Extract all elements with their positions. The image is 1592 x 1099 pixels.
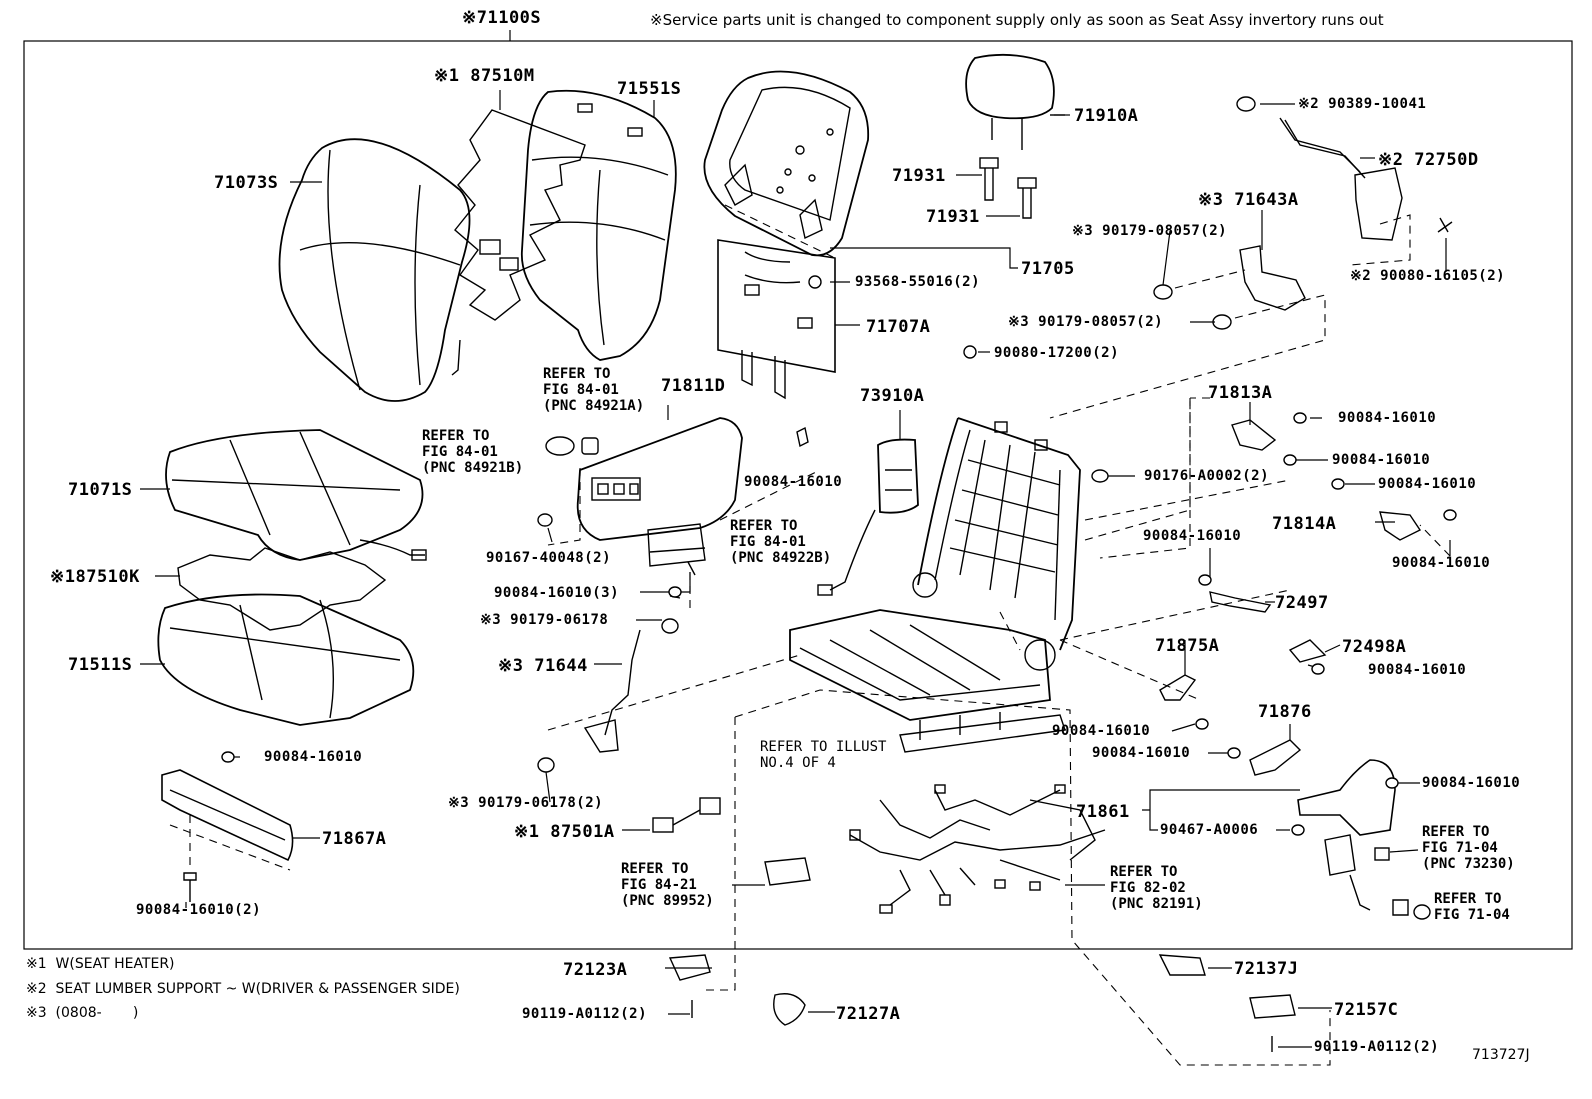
reference-fig-71-04-b[interactable]: REFER TO FIG 71-04	[1434, 891, 1510, 923]
leader-lines	[140, 30, 1451, 1048]
figure-id: 713727J	[1472, 1047, 1530, 1063]
part-90179-08057-lower[interactable]: ※3 90179-08057(2)	[1008, 314, 1164, 330]
reference-illust-4[interactable]: REFER TO ILLUST NO.4 OF 4	[760, 739, 887, 771]
footnote-1: ※1 W(SEAT HEATER)	[26, 956, 175, 972]
part-71705[interactable]: 71705	[1021, 259, 1075, 279]
reference-fig-84-01-b[interactable]: REFER TO FIG 84-01 (PNC 84921B)	[422, 428, 524, 476]
headrest-guide-drawing	[979, 157, 1037, 219]
assembly-number: ※71100S	[462, 8, 542, 28]
side-airbag-drawing	[817, 438, 919, 596]
part-90119-a0112-left[interactable]: 90119-A0112(2)	[522, 1006, 648, 1022]
diagram-frame	[23, 40, 1573, 950]
part-71643a[interactable]: ※3 71643A	[1198, 190, 1299, 210]
part-71867a[interactable]: 71867A	[322, 829, 387, 849]
part-90179-06178-upper[interactable]: ※3 90179-06178	[480, 612, 609, 628]
part-71875a[interactable]: 71875A	[1155, 636, 1220, 656]
seat-cushion-cover-drawing	[165, 429, 427, 561]
part-90080-16105[interactable]: ※2 90080-16105(2)	[1350, 268, 1506, 284]
dashed-assembly-lines	[169, 204, 1451, 1066]
part-90084-16010-2[interactable]: 90084-16010(2)	[136, 902, 262, 918]
part-90084-16010-k[interactable]: 90084-16010	[1422, 775, 1521, 791]
part-90080-17200[interactable]: 90080-17200(2)	[994, 345, 1120, 361]
fastener-symbols	[221, 275, 1457, 920]
seat-frame-drawing	[789, 417, 1081, 753]
part-71931-lower[interactable]: 71931	[926, 207, 980, 227]
part-71707a[interactable]: 71707A	[866, 317, 931, 337]
part-72137j[interactable]: 72137J	[1234, 959, 1299, 979]
part-71073s[interactable]: 71073S	[214, 173, 279, 193]
part-71931-upper[interactable]: 71931	[892, 166, 946, 186]
part-90084-16010-f[interactable]: 90084-16010	[1392, 555, 1491, 571]
seat-back-cover-drawing	[278, 138, 471, 402]
lumbar-support-drawing	[1236, 96, 1453, 241]
footnote-3: ※3 (0808- )	[26, 1005, 139, 1021]
misc-parts-drawing	[652, 419, 1422, 1052]
seat-wire-harness-drawing	[849, 784, 1106, 914]
part-90084-16010-i[interactable]: 90084-16010	[1092, 745, 1191, 761]
part-90389-10041[interactable]: ※2 90389-10041	[1298, 96, 1427, 112]
part-90084-16010-d[interactable]: 90084-16010	[744, 474, 843, 490]
part-71644[interactable]: ※3 71644	[498, 656, 588, 676]
part-90084-16010-c[interactable]: 90084-16010	[1378, 476, 1477, 492]
part-72127a[interactable]: 72127A	[836, 1004, 901, 1024]
reference-fig-84-01-c[interactable]: REFER TO FIG 84-01 (PNC 84922B)	[730, 518, 832, 566]
part-87510m[interactable]: ※1 87510M	[434, 66, 535, 86]
part-90176-a0002[interactable]: 90176-A0002(2)	[1144, 468, 1270, 484]
reference-fig-82-02[interactable]: REFER TO FIG 82-02 (PNC 82191)	[1110, 864, 1203, 912]
reference-fig-84-21[interactable]: REFER TO FIG 84-21 (PNC 89952)	[621, 861, 714, 909]
part-72123a[interactable]: 72123A	[563, 960, 628, 980]
part-90167-40048[interactable]: 90167-40048(2)	[486, 550, 612, 566]
reference-fig-84-01-a[interactable]: REFER TO FIG 84-01 (PNC 84921A)	[543, 366, 645, 414]
headrest-drawing	[965, 53, 1065, 150]
seatback-board-drawing	[703, 70, 870, 257]
cushion-shield-drawing	[161, 769, 294, 902]
part-71876[interactable]: 71876	[1258, 702, 1312, 722]
part-90119-a0112-right[interactable]: 90119-A0112(2)	[1314, 1039, 1440, 1055]
part-71071s[interactable]: 71071S	[68, 480, 133, 500]
seat-heater-back-drawing	[454, 109, 586, 321]
part-71861[interactable]: 71861	[1076, 802, 1130, 822]
part-90179-08057-upper[interactable]: ※3 90179-08057(2)	[1072, 223, 1228, 239]
part-71511s[interactable]: 71511S	[68, 655, 133, 675]
part-71551s[interactable]: 71551S	[617, 79, 682, 99]
part-87501a[interactable]: ※1 87501A	[514, 822, 615, 842]
part-90467-a0006[interactable]: 90467-A0006	[1160, 822, 1259, 838]
part-72498a[interactable]: 72498A	[1342, 637, 1407, 657]
part-90084-16010-3[interactable]: 90084-16010(3)	[494, 585, 620, 601]
seat-cushion-pad-drawing	[157, 593, 415, 726]
part-93568-55016[interactable]: 93568-55016(2)	[855, 274, 981, 290]
part-72157c[interactable]: 72157C	[1334, 1000, 1399, 1020]
reference-fig-71-04-a[interactable]: REFER TO FIG 71-04 (PNC 73230)	[1422, 824, 1515, 872]
part-72497[interactable]: 72497	[1275, 593, 1329, 613]
seat-back-pad-drawing	[520, 89, 677, 361]
part-90084-16010-j[interactable]: 90084-16010	[264, 749, 363, 765]
part-90084-16010-b[interactable]: 90084-16010	[1332, 452, 1431, 468]
part-90084-16010-e[interactable]: 90084-16010	[1143, 528, 1242, 544]
part-72750d[interactable]: ※2 72750D	[1378, 150, 1479, 170]
lumbar-harness-drawing	[537, 618, 679, 773]
seatback-board-lower-drawing	[717, 239, 836, 400]
part-87510k[interactable]: ※187510K	[50, 567, 140, 587]
part-71910a[interactable]: 71910A	[1074, 106, 1139, 126]
part-73910a[interactable]: 73910A	[860, 386, 925, 406]
part-71814a[interactable]: 71814A	[1272, 514, 1337, 534]
footnote-2: ※2 SEAT LUMBER SUPPORT ~ W(DRIVER & PASS…	[26, 981, 460, 997]
part-90084-16010-a[interactable]: 90084-16010	[1338, 410, 1437, 426]
side-shield-drawing	[537, 417, 809, 599]
part-90179-06178-lower[interactable]: ※3 90179-06178(2)	[448, 795, 604, 811]
seat-heater-cushion-drawing	[177, 547, 387, 631]
part-90084-16010-h[interactable]: 90084-16010	[1052, 723, 1151, 739]
service-note: ※Service parts unit is changed to compon…	[650, 11, 1384, 29]
part-71811d[interactable]: 71811D	[661, 376, 726, 396]
part-71813a[interactable]: 71813A	[1208, 383, 1273, 403]
part-90084-16010-g[interactable]: 90084-16010	[1368, 662, 1467, 678]
